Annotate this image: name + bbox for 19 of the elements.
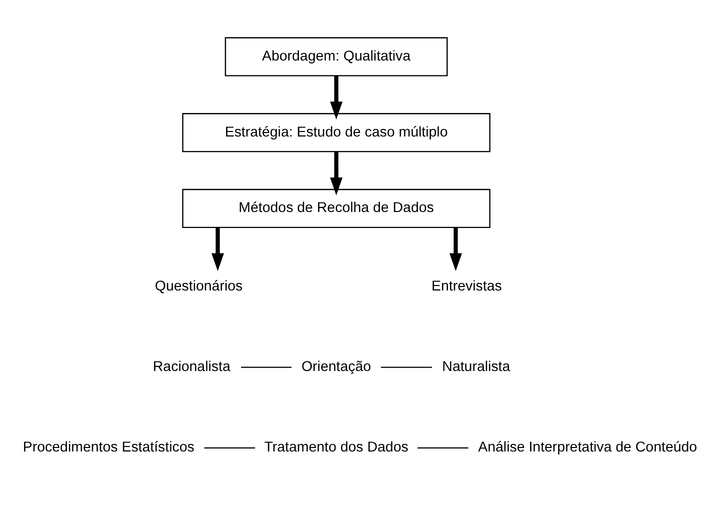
arrow [330, 76, 343, 120]
arrow [212, 228, 224, 272]
node-box: Abordagem: Qualitativa [224, 37, 448, 76]
node-text: Análise Interpretativa de Conteúdo [478, 440, 698, 456]
node-text: Naturalista [442, 358, 510, 375]
node-text: Procedimentos Estatísticos [22, 440, 194, 456]
node-text: Questionários [154, 278, 243, 294]
arrow [449, 228, 462, 272]
node-text: Orientação [302, 358, 372, 375]
node-text: Tratamento dos Dados [264, 440, 408, 456]
connector [418, 447, 468, 449]
node-box: Métodos de Recolha de Dados [182, 188, 490, 228]
node-text: Entrevistas [432, 278, 502, 294]
arrow [330, 152, 343, 196]
connector [204, 447, 256, 449]
connector [380, 366, 432, 368]
connector [241, 366, 292, 368]
node-text: Racionalista [152, 358, 230, 375]
node-box: Estratégia: Estudo de caso múltiplo [182, 113, 490, 152]
